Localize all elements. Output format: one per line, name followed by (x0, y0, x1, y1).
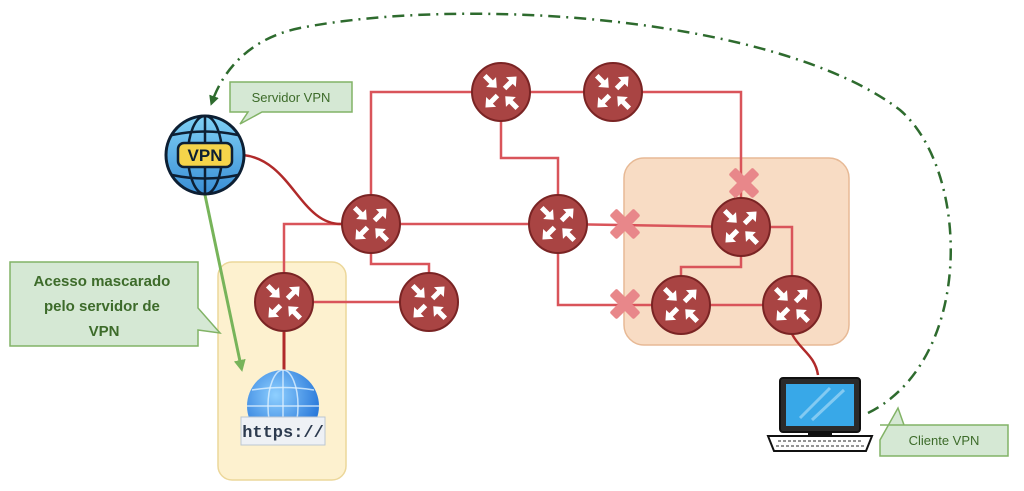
router-icon (583, 62, 643, 122)
globe-vpn-icon: VPN (164, 114, 246, 196)
masked-access-line-2: pelo servidor de (44, 298, 160, 315)
router-icon (528, 194, 588, 254)
link-client-to-router (790, 333, 820, 376)
https-globe-icon: https:// (240, 369, 326, 446)
https-badge-label: https:// (242, 424, 324, 443)
vpn-tunnel-arrow (209, 12, 952, 415)
router-icon (341, 194, 401, 254)
router-icon (254, 272, 314, 332)
laptop-icon (766, 377, 874, 452)
router-icon (471, 62, 531, 122)
vpn-server-callout: Servidor VPN (229, 81, 353, 125)
masked-access-callout: Acesso mascarado pelo servidor de VPN (9, 261, 222, 347)
router-icon (399, 272, 459, 332)
masked-access-line-1: Acesso mascarado (34, 273, 171, 290)
masked-access-arrow (203, 194, 246, 372)
vpn-badge-label: VPN (188, 146, 223, 165)
router-icon (762, 275, 822, 335)
router-icon (651, 275, 711, 335)
svg-text:Acesso mascarado pelo se: Acesso mascarado pelo servidor de VPN (34, 273, 175, 340)
vpn-client-label: Cliente VPN (909, 433, 980, 448)
router-icon (711, 197, 771, 257)
link-vpn-server-to-router (242, 153, 344, 226)
vpn-client-callout: Cliente VPN (879, 406, 1009, 457)
masked-access-line-3: VPN (89, 323, 120, 340)
vpn-server-label: Servidor VPN (252, 90, 331, 105)
